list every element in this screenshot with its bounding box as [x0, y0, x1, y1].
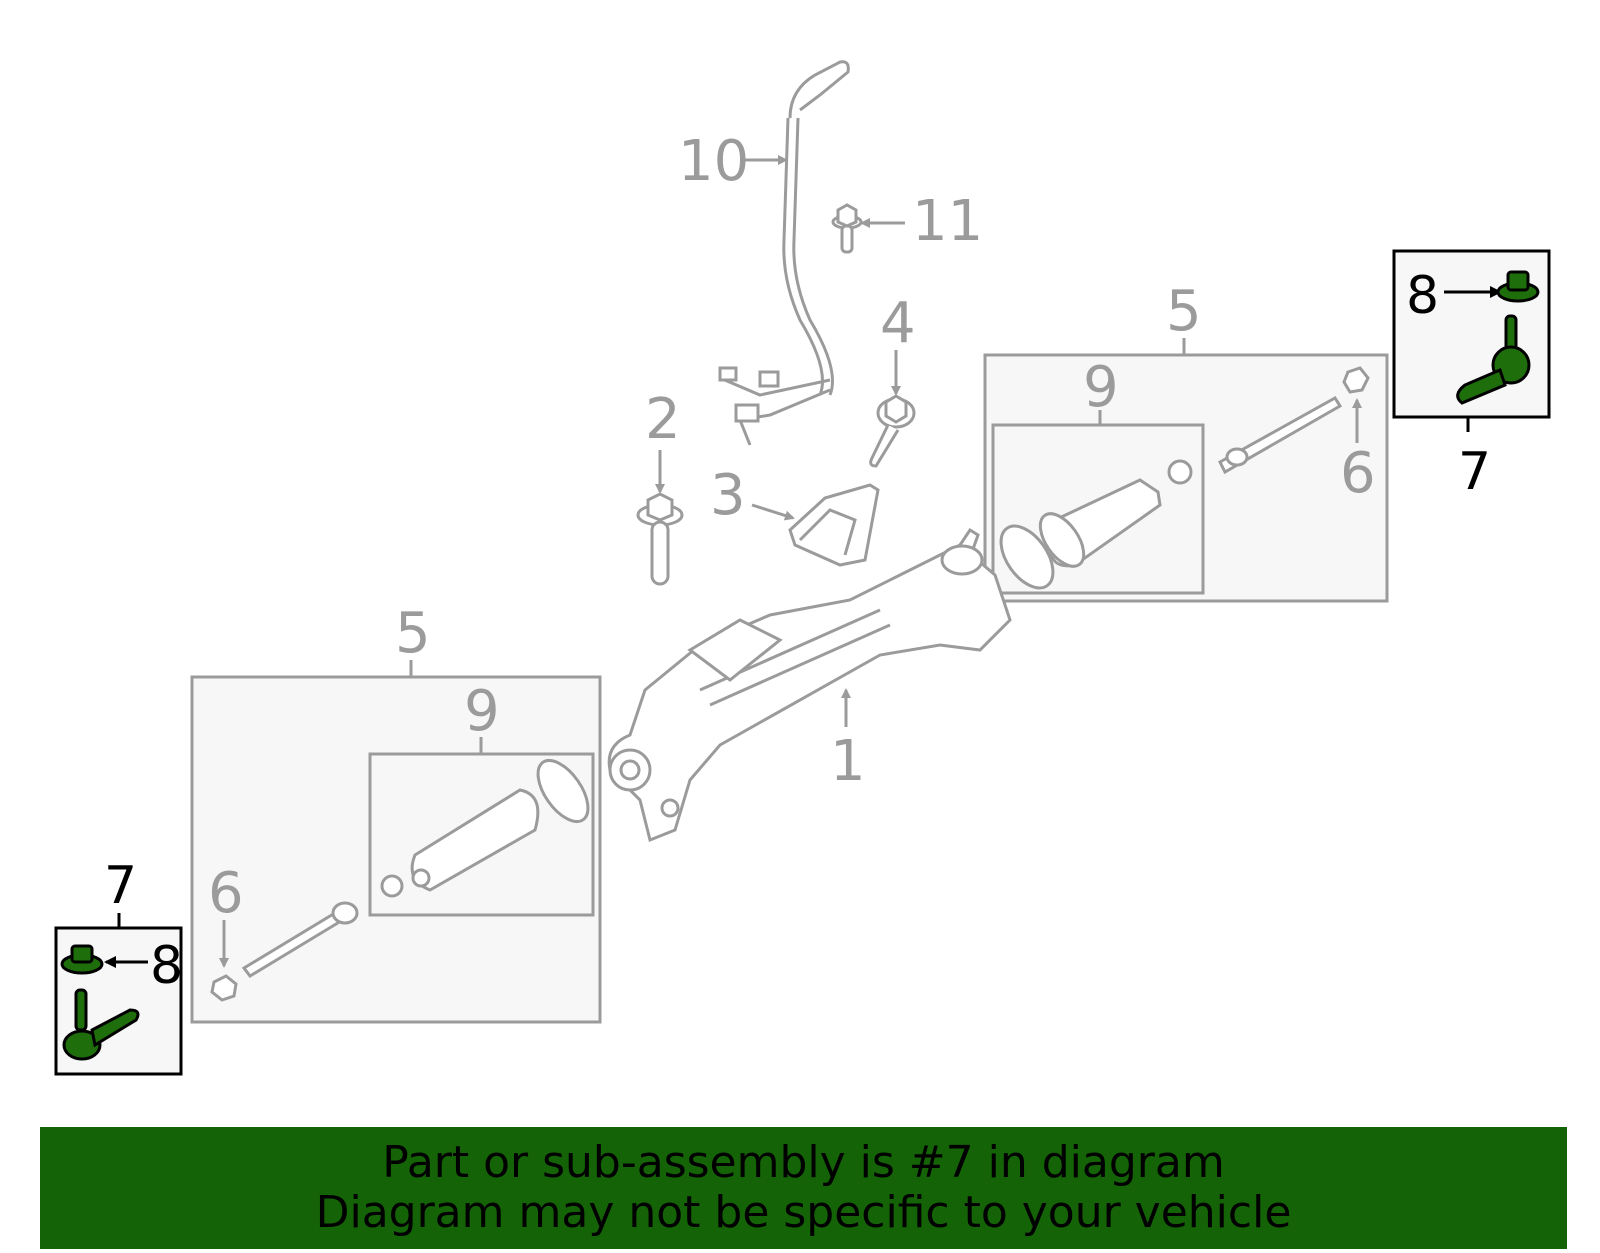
bolt-part-4 [869, 394, 916, 468]
highlight-box-7-right [1392, 249, 1551, 432]
callout-5-left: 5 [395, 601, 431, 666]
steering-rack-part-1 [607, 527, 1012, 843]
callout-9-left: 9 [464, 679, 500, 744]
callout-8-right: 8 [1406, 266, 1440, 326]
callout-10: 10 [678, 129, 750, 194]
tie-rod-end-part-7-left [62, 988, 140, 1061]
bracket-part-3 [788, 483, 880, 567]
banner-disclaimer: Diagram may not be specific to your vehi… [315, 1187, 1292, 1238]
nut-part-8-left [60, 944, 104, 975]
callout-2: 2 [645, 387, 681, 452]
callout-5-right: 5 [1166, 279, 1202, 344]
nut-part-8-right [1496, 270, 1540, 303]
tie-rod-end-part-7-right [1456, 314, 1531, 405]
banner-part-note: Part or sub-assembly is #7 in diagram [382, 1137, 1225, 1188]
callout-6-right: 6 [1340, 441, 1376, 506]
assembly-box-5-left [190, 660, 602, 1024]
info-banner: Part or sub-assembly is #7 in diagram Di… [40, 1127, 1567, 1249]
bolt-part-2 [636, 492, 684, 586]
callout-3: 3 [710, 463, 746, 528]
highlight-box-7-left [54, 913, 183, 1076]
callout-9-right: 9 [1083, 355, 1119, 420]
callout-11: 11 [912, 189, 984, 254]
bolt-part-11 [831, 203, 863, 254]
callout-4: 4 [880, 291, 916, 356]
callout-8-left: 8 [150, 936, 184, 996]
callout-7-right: 7 [1458, 442, 1492, 502]
wire-harness-part-10 [718, 60, 850, 446]
callout-6-left: 6 [208, 861, 244, 926]
callout-7-left: 7 [104, 856, 138, 916]
callout-1: 1 [830, 729, 866, 794]
assembly-box-5-right [983, 338, 1389, 603]
